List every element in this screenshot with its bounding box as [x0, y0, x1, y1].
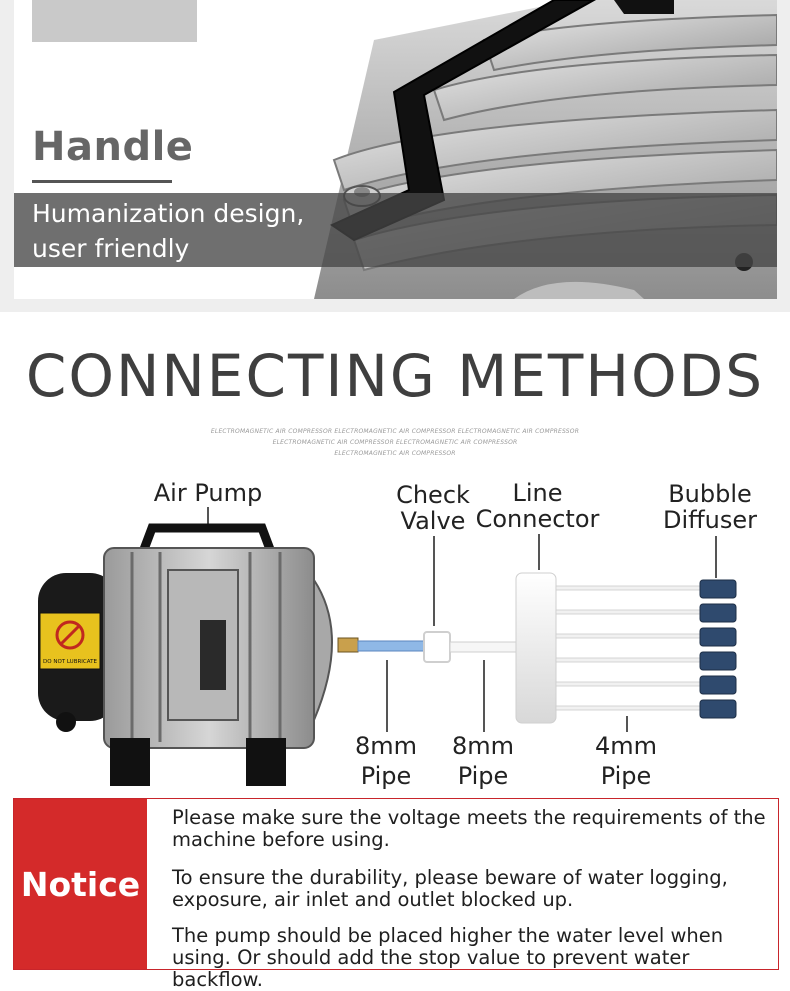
notice-side-band: Notice — [14, 799, 147, 969]
section-title: CONNECTING METHODS — [25, 342, 765, 410]
label-pipe-c-line2: Pipe — [600, 762, 652, 790]
handle-feature-panel: Handle Humanization design, user friendl… — [0, 0, 790, 312]
leader-pipe-b — [483, 660, 485, 732]
subtitle-line-3: ELECTROMAGNETIC AIR COMPRESSOR — [334, 450, 456, 457]
label-check-valve: Check Valve — [383, 482, 483, 534]
leader-pipe-c — [626, 716, 628, 732]
caption-line-2: user friendly — [32, 234, 190, 263]
caption-line-1: Humanization design, — [32, 199, 305, 228]
label-line-connector: Line Connector — [470, 480, 605, 532]
thumbnail-placeholder — [32, 0, 197, 42]
notice-paragraph-3: The pump should be placed higher the wat… — [172, 924, 724, 991]
label-line-connector-line2: Connector — [475, 505, 600, 533]
notice-paragraph-1: Please make sure the voltage meets the r… — [172, 806, 766, 851]
subtitle-line-2: ELECTROMAGNETIC AIR COMPRESSOR ELECTROMA… — [272, 439, 518, 446]
notice-title: Notice — [20, 865, 141, 904]
label-bubble-diffuser: Bubble Diffuser — [655, 481, 765, 533]
label-line-connector-line1: Line — [512, 479, 563, 507]
subtitle-line-1: ELECTROMAGNETIC AIR COMPRESSOR ELECTROMA… — [210, 428, 580, 435]
title-underline — [32, 180, 172, 183]
label-pipe-a: 8mm Pipe — [336, 731, 436, 791]
leader-check-valve — [433, 536, 435, 626]
air-pump-illustration: DO NOT LUBRICATE — [38, 523, 359, 786]
notice-box: Notice Please make sure the voltage meet… — [13, 798, 779, 991]
caption-band — [14, 193, 777, 267]
label-check-valve-line2: Valve — [400, 507, 466, 535]
label-pipe-a-line1: 8mm — [354, 732, 418, 760]
label-pipe-a-line2: Pipe — [360, 762, 412, 790]
label-pipe-b: 8mm Pipe — [433, 731, 533, 791]
label-pipe-b-line1: 8mm — [451, 732, 515, 760]
label-pipe-c: 4mm Pipe — [576, 731, 676, 791]
notice-paragraph-2: To ensure the durability, please beware … — [172, 866, 728, 911]
label-bubble-diffuser-line1: Bubble — [668, 480, 752, 508]
bubble-diffuser-stones — [699, 579, 737, 719]
leader-air-pump — [207, 507, 209, 525]
connection-diagram: DO NOT LUBRICATE — [38, 523, 737, 786]
check-valve — [423, 631, 451, 663]
blue-8mm-pipe — [357, 640, 429, 652]
pump-sticker-text: DO NOT LUBRICATE — [43, 659, 97, 665]
line-connector-manifold — [515, 572, 557, 724]
leader-pipe-a — [386, 660, 388, 732]
leader-line-connector — [538, 534, 540, 570]
leader-bubble-diffuser — [715, 536, 717, 578]
clear-8mm-pipe — [449, 641, 517, 653]
outlet-pipes — [555, 585, 701, 711]
label-check-valve-line1: Check — [396, 481, 470, 509]
label-bubble-diffuser-line2: Diffuser — [662, 506, 758, 534]
label-air-pump: Air Pump — [153, 479, 263, 507]
label-pipe-b-line2: Pipe — [457, 762, 509, 790]
feature-title: Handle — [32, 124, 194, 170]
label-pipe-c-line1: 4mm — [594, 732, 658, 760]
feature-caption: Humanization design, user friendly — [32, 196, 352, 266]
